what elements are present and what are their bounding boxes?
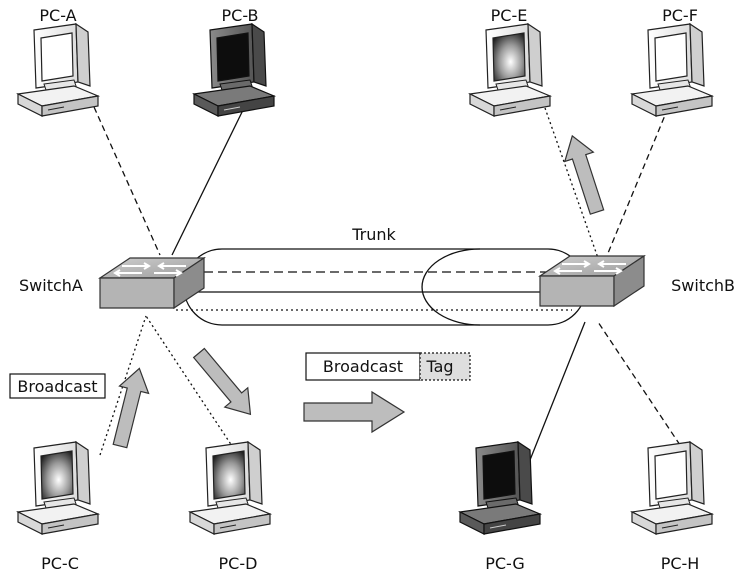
- label-pc-g: PC-G: [485, 554, 525, 573]
- arrow-right: [303, 390, 406, 434]
- pc-g: [459, 441, 541, 535]
- label-pc-h: PC-H: [661, 554, 700, 573]
- arrow-up-left: [112, 367, 150, 449]
- label-switch-a: SwitchA: [19, 276, 83, 295]
- label-switch-b: SwitchB: [671, 276, 735, 295]
- pc-h: [631, 441, 713, 535]
- switch-b: [539, 255, 645, 307]
- links: [89, 97, 681, 461]
- label-pc-c: PC-C: [41, 554, 79, 573]
- label-pc-d: PC-D: [219, 554, 258, 573]
- pc-a: [17, 23, 99, 117]
- labels: PC-A PC-B PC-E PC-F SwitchA SwitchB Trun…: [19, 6, 735, 573]
- label-pc-f: PC-F: [662, 6, 698, 25]
- label-pc-b: PC-B: [222, 6, 259, 25]
- pc-b: [193, 23, 275, 117]
- broadcast-tag-frame: Broadcast Tag: [305, 352, 471, 381]
- trunk-link: [176, 248, 587, 326]
- link-pc-a: [89, 97, 161, 256]
- trunk-tube: [183, 248, 587, 326]
- pc-d: [189, 441, 271, 535]
- label-trunk: Trunk: [351, 225, 396, 244]
- arrow-up-right: [563, 134, 605, 215]
- link-pc-g: [529, 321, 586, 461]
- frame-broadcast-text: Broadcast: [323, 357, 403, 376]
- link-pc-h: [597, 321, 681, 446]
- label-pc-e: PC-E: [491, 6, 528, 25]
- broadcast-left-text: Broadcast: [17, 377, 97, 396]
- pc-e: [469, 23, 551, 117]
- arrow-down-diagonal: [192, 347, 252, 416]
- switch-a: [99, 257, 205, 309]
- label-pc-a: PC-A: [39, 6, 76, 25]
- tag-text: Tag: [425, 357, 453, 376]
- tag-field: [419, 352, 471, 381]
- trunk-tube-end: [421, 248, 481, 326]
- broadcast-box-left: Broadcast: [9, 373, 106, 399]
- pc-f: [631, 23, 713, 117]
- arrows: [112, 134, 605, 449]
- link-pc-f: [605, 107, 669, 259]
- link-pc-b: [171, 107, 245, 256]
- link-pc-e: [544, 107, 599, 259]
- link-pc-d: [145, 315, 237, 453]
- pc-c: [17, 441, 99, 535]
